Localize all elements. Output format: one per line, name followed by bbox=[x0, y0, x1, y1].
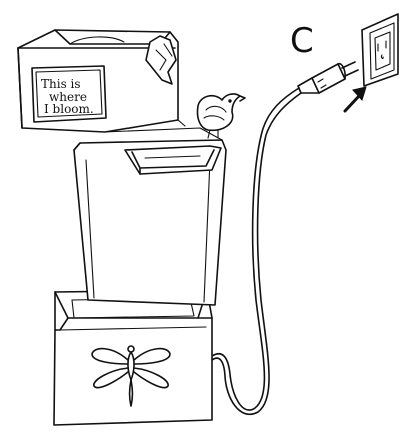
spout-tray bbox=[125, 146, 221, 174]
step-label: C bbox=[290, 21, 314, 61]
bird-icon bbox=[197, 94, 245, 138]
plug-icon bbox=[298, 62, 358, 93]
arrow-icon bbox=[345, 87, 366, 111]
sign-line-3: I bloom. bbox=[44, 102, 94, 116]
power-cord bbox=[212, 88, 301, 414]
sign: This is where I bloom. bbox=[32, 66, 106, 122]
outlet-icon bbox=[362, 14, 398, 86]
sign-line-1: This is bbox=[41, 77, 81, 91]
